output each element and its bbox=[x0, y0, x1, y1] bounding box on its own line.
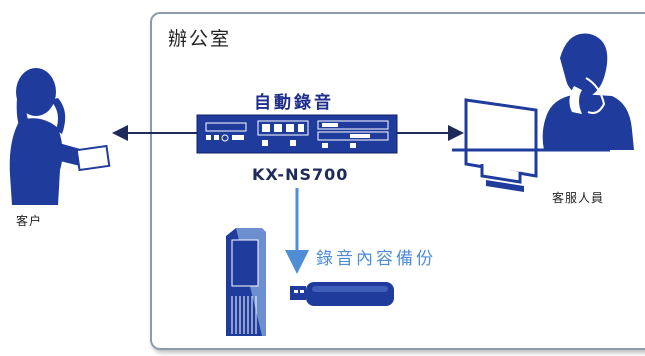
office-frame bbox=[150, 12, 645, 350]
device-model-label: KX-NS700 bbox=[252, 165, 349, 184]
storage-tower-icon bbox=[226, 228, 266, 336]
agent-person-icon bbox=[542, 33, 634, 150]
backup-label: 錄音內容備份 bbox=[316, 249, 436, 269]
usb-drive-icon bbox=[290, 282, 394, 306]
device-function-label: 自動錄音 bbox=[254, 93, 334, 113]
customer-label: 客户 bbox=[16, 214, 43, 228]
staff-label: 客服人員 bbox=[552, 191, 605, 205]
office-label: 辦公室 bbox=[168, 28, 232, 50]
customer-person-icon bbox=[9, 68, 111, 205]
pbx-device-icon bbox=[196, 114, 398, 154]
